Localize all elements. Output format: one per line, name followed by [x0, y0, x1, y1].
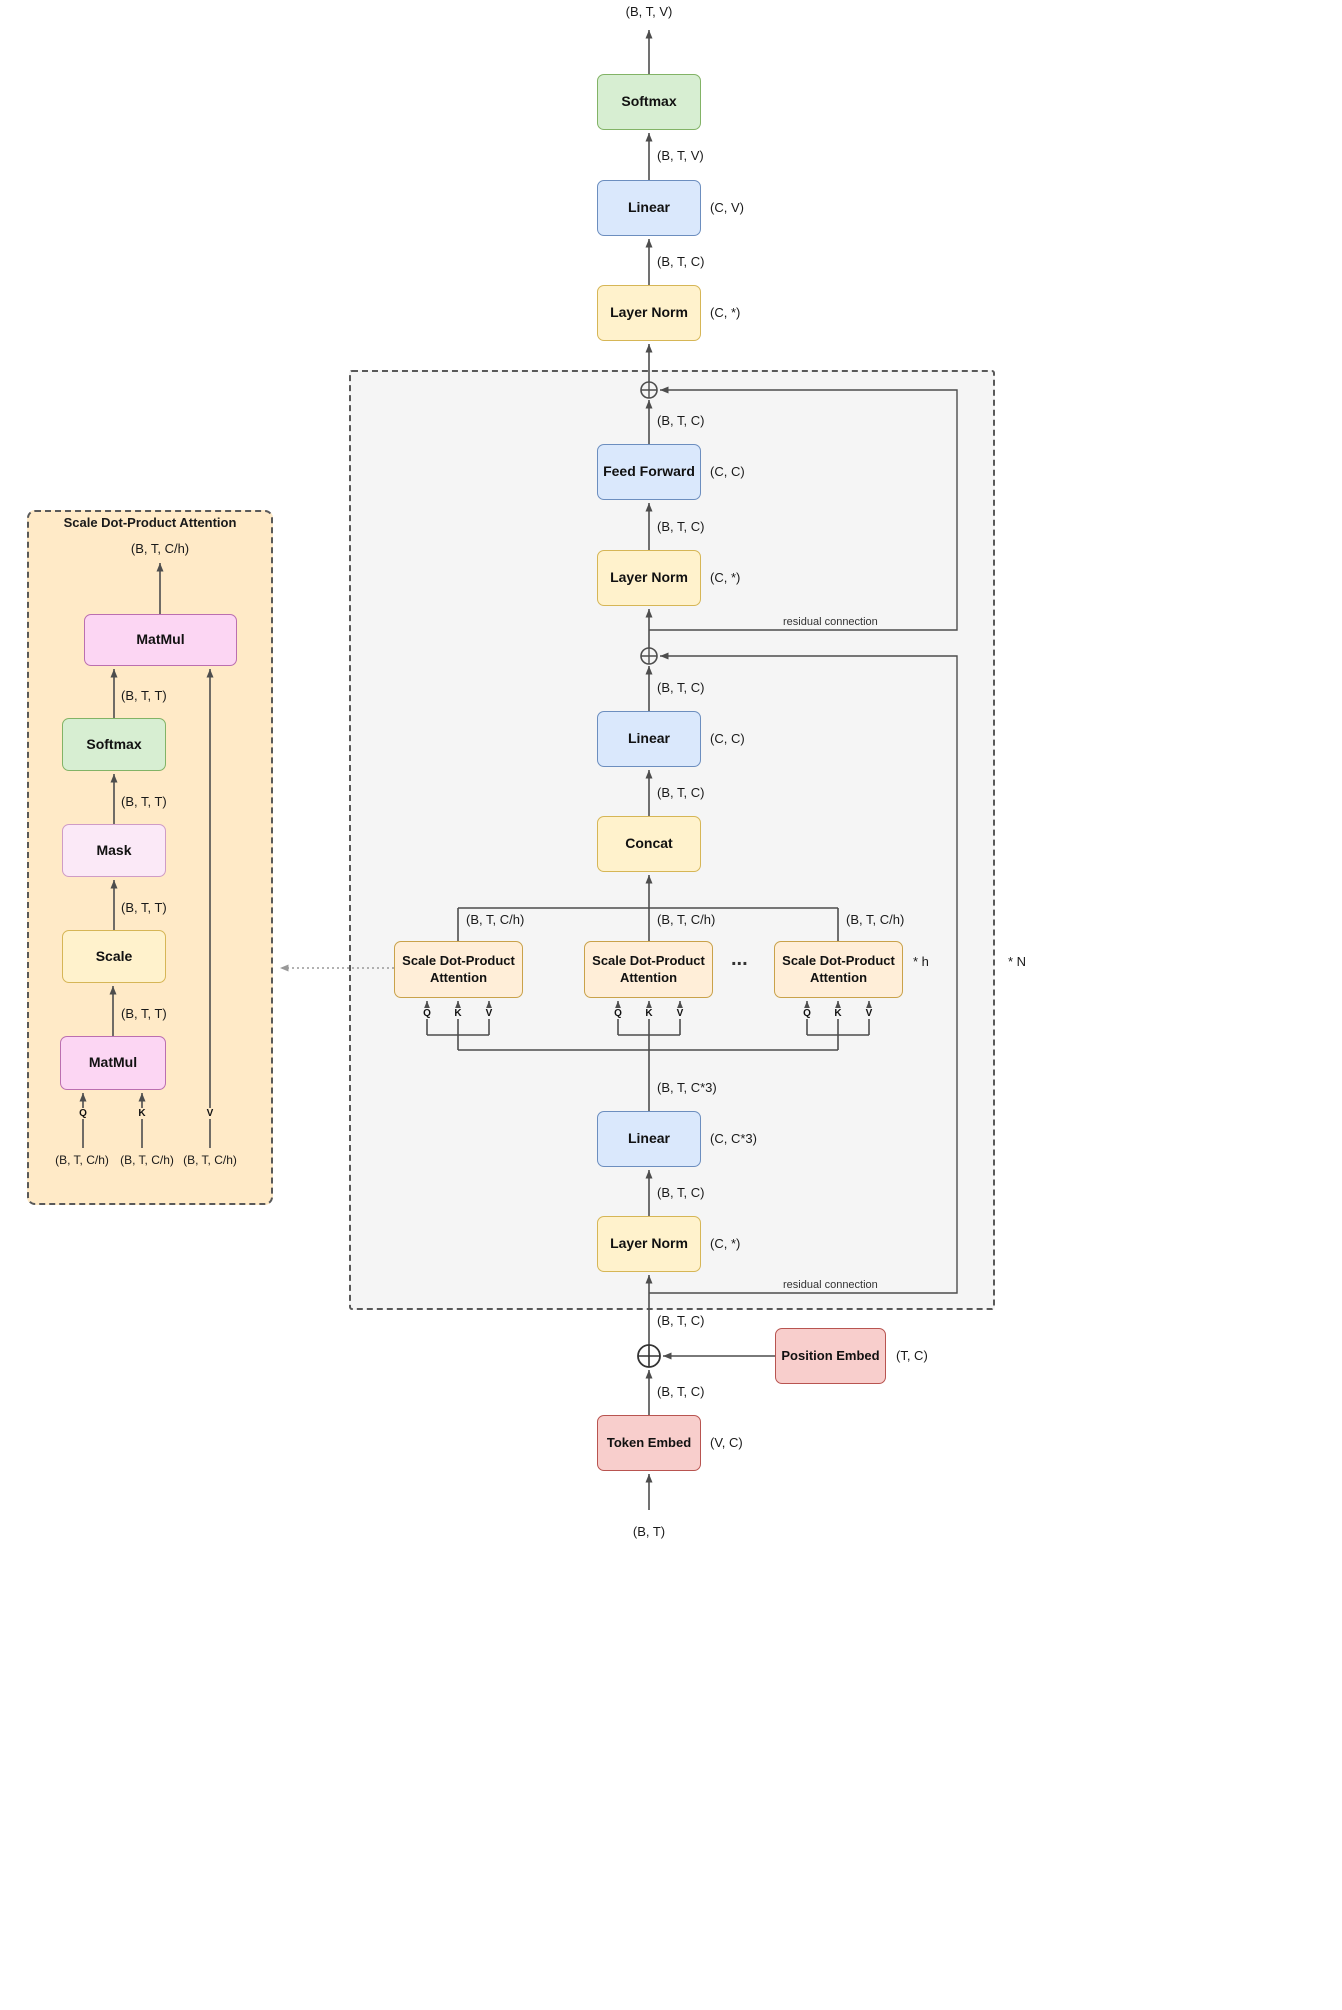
token-embed-box: Token Embed [597, 1415, 701, 1471]
weight-dim-label: (C, C) [710, 731, 745, 746]
q-label: Q [421, 1008, 433, 1019]
q-label: Q [77, 1108, 89, 1119]
times-h-note: * h [913, 954, 929, 969]
softmax-output-box: Softmax [597, 74, 701, 130]
softmax-panel-box: Softmax [62, 718, 166, 771]
matmul-top-box: MatMul [84, 614, 237, 666]
attention-head-3-box: Scale Dot-Product Attention [774, 941, 903, 998]
shape-label: (B, T, T) [121, 1006, 167, 1021]
shape-label: (B, T, C) [657, 1313, 705, 1328]
output-shape-label: (B, T, V) [625, 4, 673, 19]
shape-label: (B, T, V) [657, 148, 704, 163]
matmul-bottom-box: MatMul [60, 1036, 166, 1090]
shape-label: (B, T, C) [657, 680, 705, 695]
head-shape-label: (B, T, C/h) [846, 912, 905, 927]
v-label: V [483, 1008, 495, 1019]
v-label: V [863, 1008, 875, 1019]
feed-forward-box: Feed Forward [597, 444, 701, 500]
weight-dim-label: (T, C) [896, 1348, 928, 1363]
input-shape-label: (B, T) [632, 1524, 666, 1539]
plus-icon [638, 1345, 660, 1367]
panel-title: Scale Dot-Product Attention [63, 515, 237, 530]
head-output-shape: (B, T, C/h) [130, 541, 190, 556]
shape-label: (B, T, C) [657, 519, 705, 534]
residual-note: residual connection [783, 1279, 878, 1291]
k-label: K [136, 1108, 148, 1119]
weight-dim-label: (C, C*3) [710, 1131, 757, 1146]
times-n-note: * N [1008, 954, 1027, 969]
shape-label: (B, T, C*3) [657, 1080, 717, 1095]
add-circle-embed [637, 1344, 661, 1368]
q-label: Q [801, 1008, 813, 1019]
shape-label: (B, T, C) [657, 785, 705, 800]
position-embed-box: Position Embed [775, 1328, 886, 1384]
scale-box: Scale [62, 930, 166, 983]
shape-label: (B, T, T) [121, 900, 167, 915]
weight-dim-label: (C, *) [710, 570, 741, 585]
shape-label: (B, T, C) [657, 1185, 705, 1200]
weight-dim-label: (C, *) [710, 305, 741, 320]
linear-proj-box: Linear [597, 711, 701, 767]
layernorm-output-box: Layer Norm [597, 285, 701, 341]
shape-label: (B, T, C) [657, 413, 705, 428]
shape-label: (B, T, C) [657, 254, 705, 269]
shape-label: (B, T, C) [657, 1384, 705, 1399]
layernorm-ff-box: Layer Norm [597, 550, 701, 606]
residual-note: residual connection [783, 616, 878, 628]
k-label: K [452, 1008, 464, 1019]
attention-head-1-box: Scale Dot-Product Attention [394, 941, 523, 998]
concat-box: Concat [597, 816, 701, 872]
k-label: K [832, 1008, 844, 1019]
head-shape-label: (B, T, C/h) [466, 912, 525, 927]
linear-qkv-box: Linear [597, 1111, 701, 1167]
weight-dim-label: (C, C) [710, 464, 745, 479]
head-shape-label: (B, T, C/h) [657, 912, 716, 927]
mask-box: Mask [62, 824, 166, 877]
v-label: V [204, 1108, 216, 1119]
q-label: Q [612, 1008, 624, 1019]
v-input-shape: (B, T, C/h) [183, 1153, 237, 1167]
weight-dim-label: (V, C) [710, 1435, 743, 1450]
weight-dim-label: (C, *) [710, 1236, 741, 1251]
layernorm-input-box: Layer Norm [597, 1216, 701, 1272]
attention-head-2-box: Scale Dot-Product Attention [584, 941, 713, 998]
v-label: V [674, 1008, 686, 1019]
linear-output-box: Linear [597, 180, 701, 236]
shape-label: (B, T, T) [121, 794, 167, 809]
weight-dim-label: (C, V) [710, 200, 744, 215]
k-label: K [643, 1008, 655, 1019]
heads-ellipsis: ... [731, 948, 748, 970]
shape-label: (B, T, T) [121, 688, 167, 703]
k-input-shape: (B, T, C/h) [120, 1153, 174, 1167]
q-input-shape: (B, T, C/h) [55, 1153, 109, 1167]
